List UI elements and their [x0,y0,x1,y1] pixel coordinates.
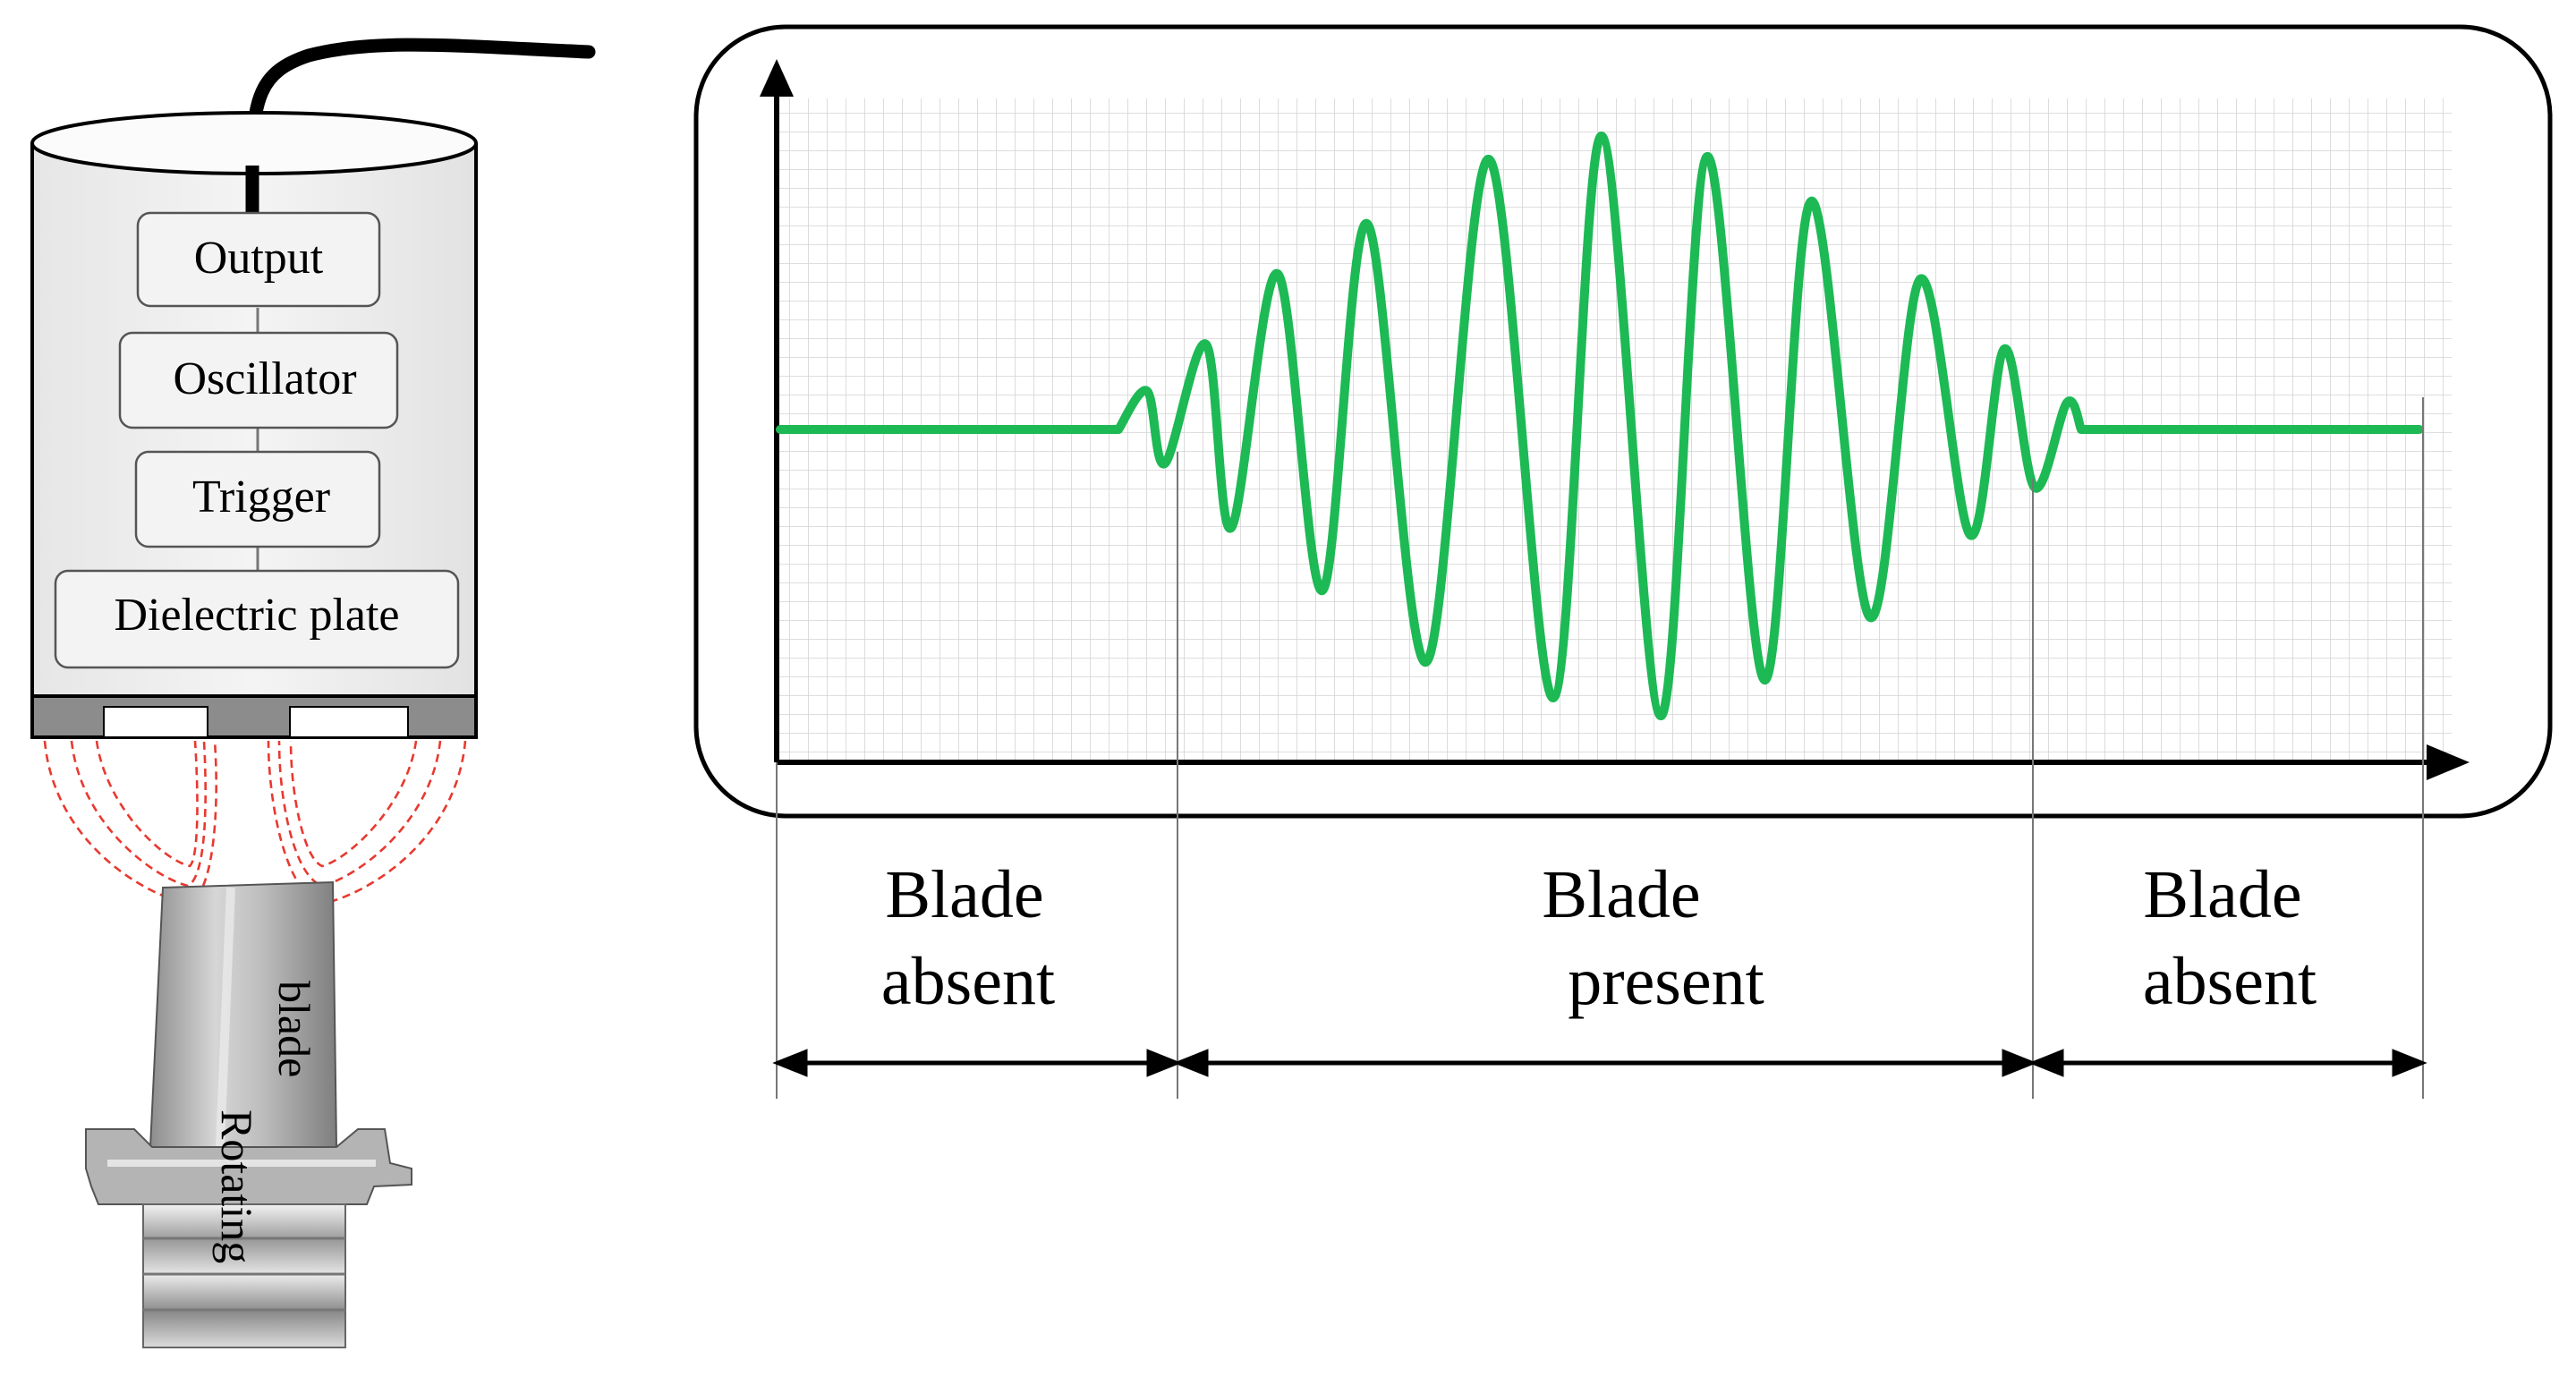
module-output-label: Output [194,233,324,284]
x-axis-arrow-icon [2427,744,2470,780]
module-oscillator: Oscillator [118,331,399,429]
signal-plot [693,24,2553,819]
electric-field-lines-icon [43,740,467,905]
module-dielectric-plate: Dielectric plate [54,569,460,669]
module-output: Output [136,211,381,308]
region-label-present-line2: present [1568,944,1764,1019]
turbine-blade-icon: Rotating blade [85,880,412,1348]
region-label-present-line1: Blade [1542,857,1700,932]
sensor-top [30,111,478,175]
region-label-absent-left-line2: absent [881,944,1055,1019]
module-oscillator-label: Oscillator [173,353,356,404]
region-label-absent-left-line1: Blade [885,857,1043,932]
cable-icon [245,38,596,177]
blade-label: blade [269,981,319,1077]
region-label-absent-right-line2: absent [2143,944,2317,1019]
region-label-absent-right-line1: Blade [2143,857,2301,932]
rotating-label: Rotating [212,1109,262,1263]
module-trigger: Trigger [134,450,381,548]
signal-waveform [776,131,2424,721]
y-axis-arrow-icon [760,59,794,97]
region-markers: Blade absent Blade present Blade absent [772,397,2427,1099]
sensor: Output Oscillator Trigger Dielectric pla… [30,38,596,905]
electrode-ring [30,694,478,739]
module-trigger-label: Trigger [192,472,330,523]
module-dielectric-plate-label: Dielectric plate [114,590,399,641]
